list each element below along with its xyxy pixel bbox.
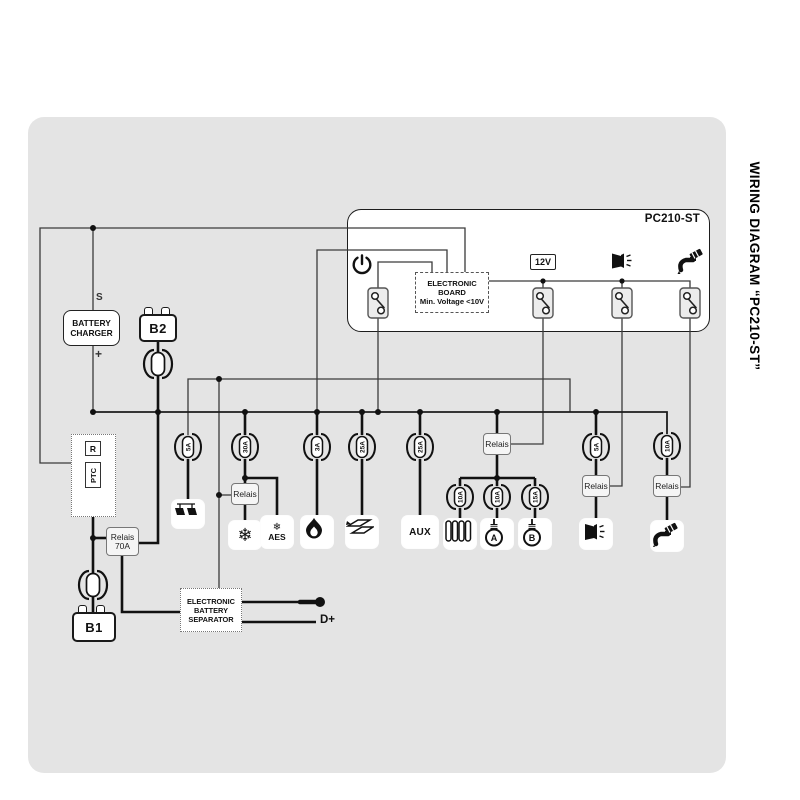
board-line3: Min. Voltage <10V [419, 297, 485, 306]
relais-lights: Relais [483, 433, 511, 455]
panel-title: PC210-ST [644, 213, 700, 225]
dplus-label: D+ [320, 614, 336, 626]
aux-label: AUX [409, 526, 431, 538]
radiator-tile [444, 519, 476, 549]
ext-light-icon [612, 253, 632, 269]
pump-tile [651, 521, 683, 551]
12v-label: 12V [530, 254, 556, 270]
b2-label: B2 [149, 320, 167, 336]
aes-label: AES [268, 531, 286, 542]
relais-lights-label: Relais [485, 438, 509, 449]
bulb-b-tile: B [519, 519, 551, 549]
relais-ext-light-label: Relais [584, 480, 608, 491]
bulb-b-icon: B [523, 519, 541, 547]
relais70-line1: Relais [110, 531, 135, 542]
relais-fridge: Relais [231, 483, 259, 505]
fridge-snowflake-icon: ❄ [237, 525, 253, 545]
charger-s-label: S [96, 292, 103, 303]
relais70-line2: 70A [114, 540, 131, 551]
switch-ext-light [611, 287, 633, 319]
b1-label: B1 [85, 619, 103, 635]
flame-icon [306, 518, 322, 539]
fuse-awning: 5A [174, 433, 202, 461]
battery-separator-box: ELECTRONIC BATTERY SEPARATOR [180, 588, 242, 632]
bulb-a-icon: A [485, 519, 503, 547]
fuse-b2 [142, 348, 174, 380]
control-wires [39, 227, 691, 590]
switch-12v [532, 287, 554, 319]
main-bus-wire [93, 411, 668, 434]
relais-70a-box: Relais 70A [106, 527, 139, 556]
fuse-ext-light: 5A [582, 433, 610, 461]
charger-plus-label: + [95, 347, 103, 361]
separator-line3: SEPARATOR [188, 614, 234, 624]
fuse-b1 [77, 569, 109, 601]
charger-line2: CHARGER [70, 328, 113, 338]
separator-line2: BATTERY [193, 605, 229, 615]
fuse-fridge: 30A [231, 433, 259, 461]
fuse-bulb-a: 10A [483, 484, 511, 510]
radiator-icon [445, 520, 472, 542]
entry-step-tile [346, 516, 378, 548]
pump-tap-icon [653, 522, 678, 547]
fuse-pump: 10A [653, 432, 681, 460]
relais-pump: Relais [653, 475, 681, 497]
fuse-fridge-value: 30A [242, 441, 249, 453]
fuse-aux-value: 25A [417, 441, 424, 453]
fuse-heater-value: 3A [314, 443, 321, 452]
heater-tile [301, 516, 333, 548]
separator-line1: ELECTRONIC [186, 596, 236, 606]
battery-b1: B1 [72, 612, 116, 642]
aes-snowflake-icon: ❄ [272, 521, 282, 533]
board-line2: BOARD [438, 288, 466, 297]
battery-b2: B2 [139, 314, 177, 342]
junction-dots [90, 225, 625, 541]
power-wires [91, 342, 669, 624]
fuse-ext-light-value: 5A [593, 443, 600, 452]
ext-light-load-icon [585, 524, 605, 540]
fuse-heater: 3A [303, 433, 331, 461]
power-icon [352, 254, 372, 275]
fridge-tile: ❄ [229, 521, 261, 549]
r-label: R [89, 443, 97, 454]
water-tap-icon [677, 248, 703, 274]
fuse-radiator-value: 10A [457, 491, 464, 503]
fuse-radiator: 10A [446, 484, 474, 510]
fuse-pump-value: 10A [664, 440, 671, 452]
entry-step-icon [346, 519, 374, 534]
fuse-awning-value: 5A [185, 443, 192, 452]
fuse-bulb-a-value: 10A [494, 491, 501, 503]
aux-tile: AUX [402, 516, 438, 548]
bulb-a-tile: A [481, 519, 513, 549]
fuse-bulb-b-value: 15A [532, 491, 539, 503]
awning-light-icon [175, 503, 197, 515]
aes-tile: ❄ AES [261, 516, 293, 548]
electronic-board-box: ELECTRONIC BOARD Min. Voltage <10V [415, 272, 489, 313]
switch-master [367, 287, 389, 319]
r-device: R [85, 441, 101, 456]
12v-text: 12V [534, 257, 551, 267]
relais-ext-light: Relais [582, 475, 610, 497]
fuse-bulb-b: 15A [521, 484, 549, 510]
awning-light-tile [172, 500, 204, 528]
ptc-device: PTC [85, 462, 101, 488]
fuse-aux: 25A [406, 433, 434, 461]
ptc-label: PTC [88, 467, 98, 483]
fuse-step: 25A [348, 433, 376, 461]
bulb-b-letter: B [529, 533, 536, 543]
fuse-step-value: 25A [359, 441, 366, 453]
board-line1: ELECTRONIC [427, 279, 477, 288]
battery-charger-box: BATTERY CHARGER [63, 310, 120, 346]
control-panel [347, 209, 710, 332]
relais-fridge-label: Relais [233, 488, 257, 499]
relais-pump-label: Relais [655, 480, 679, 491]
ext-light-tile [580, 519, 612, 549]
ignition-terminal [297, 597, 325, 607]
bulb-a-letter: A [491, 533, 498, 543]
switch-pump [679, 287, 701, 319]
charger-line1: BATTERY [72, 318, 111, 328]
